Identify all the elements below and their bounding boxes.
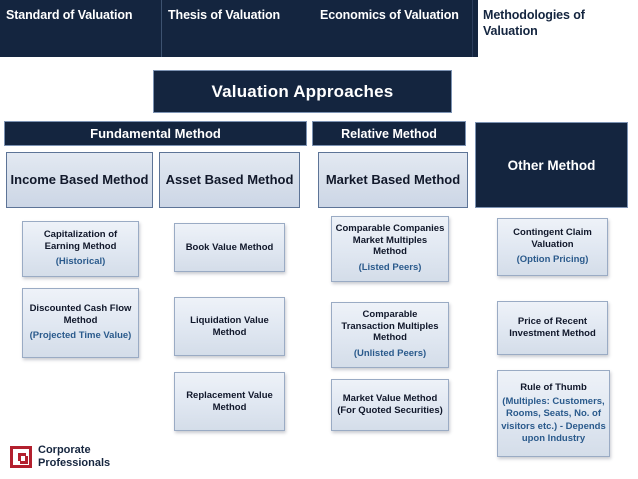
logo-mark-icon — [10, 445, 32, 468]
method-discounted-cash-flow: Discounted Cash Flow Method (Projected T… — [22, 288, 139, 358]
method-rule-of-thumb: Rule of Thumb (Multiples: Customers, Roo… — [497, 370, 610, 457]
method-title: Contingent Claim Valuation — [513, 227, 592, 250]
logo-line-1: Corporate — [38, 444, 91, 456]
valuation-approaches-title: Valuation Approaches — [153, 70, 452, 113]
header-divider-1 — [161, 0, 162, 57]
header-thesis-of-valuation: Thesis of Valuation — [168, 8, 281, 22]
header-band — [0, 0, 478, 57]
box-market-based-method: Market Based Method — [318, 152, 468, 208]
method-comparable-companies-market-multiples: Comparable Companies Market Multiples Me… — [331, 216, 449, 282]
method-title: Comparable Companies Market Multiples Me… — [335, 223, 445, 258]
header-methodologies-of-valuation: Methodologies of Valuation — [483, 8, 585, 38]
box-other-method: Other Method — [475, 122, 628, 208]
method-title: Rule of Thumb — [520, 381, 587, 393]
method-price-of-recent-investment: Price of Recent Investment Method — [497, 301, 608, 355]
method-title: Replacement Value Method — [186, 389, 273, 413]
method-title: Liquidation Value Method — [190, 314, 269, 338]
method-subtitle: (Multiples: Customers, Rooms, Seats, No.… — [501, 396, 606, 445]
method-subtitle: (Unlisted Peers) — [353, 347, 427, 359]
method-liquidation-value: Liquidation Value Method — [174, 297, 285, 356]
logo-line-2: Professionals — [38, 456, 111, 469]
method-title: Comparable Transaction Multiples Method — [341, 309, 439, 344]
method-subtitle: (Option Pricing) — [516, 254, 589, 266]
method-market-value: Market Value Method (For Quoted Securiti… — [331, 379, 449, 431]
method-title: Discounted Cash Flow Method — [29, 303, 132, 326]
method-book-value: Book Value Method — [174, 223, 285, 272]
method-title: Price of Recent Investment Method — [509, 316, 596, 339]
corporate-professionals-logo: Corporate Professionals — [10, 444, 110, 470]
box-asset-based-method: Asset Based Method — [159, 152, 300, 208]
method-title: Capitalization of Earning Method — [43, 229, 118, 252]
header-economics-of-valuation: Economics of Valuation — [320, 8, 459, 22]
logo-wordmark: Corporate Professionals — [38, 444, 110, 470]
method-title: Book Value Method — [185, 241, 274, 253]
header-divider-2 — [472, 0, 473, 57]
method-comparable-transaction-multiples: Comparable Transaction Multiples Method … — [331, 302, 449, 368]
method-contingent-claim-valuation: Contingent Claim Valuation (Option Prici… — [497, 218, 608, 276]
method-title: Market Value Method (For Quoted Securiti… — [337, 393, 443, 416]
method-replacement-value: Replacement Value Method — [174, 372, 285, 431]
method-subtitle: (Listed Peers) — [358, 261, 422, 273]
header-standard-of-valuation: Standard of Valuation — [6, 8, 133, 22]
method-subtitle: (Historical) — [55, 256, 106, 268]
box-income-based-method: Income Based Method — [6, 152, 153, 208]
method-capitalization-of-earning: Capitalization of Earning Method (Histor… — [22, 221, 139, 277]
method-subtitle: (Projected Time Value) — [29, 330, 132, 342]
bar-relative-method: Relative Method — [312, 121, 466, 146]
bar-fundamental-method: Fundamental Method — [4, 121, 307, 146]
